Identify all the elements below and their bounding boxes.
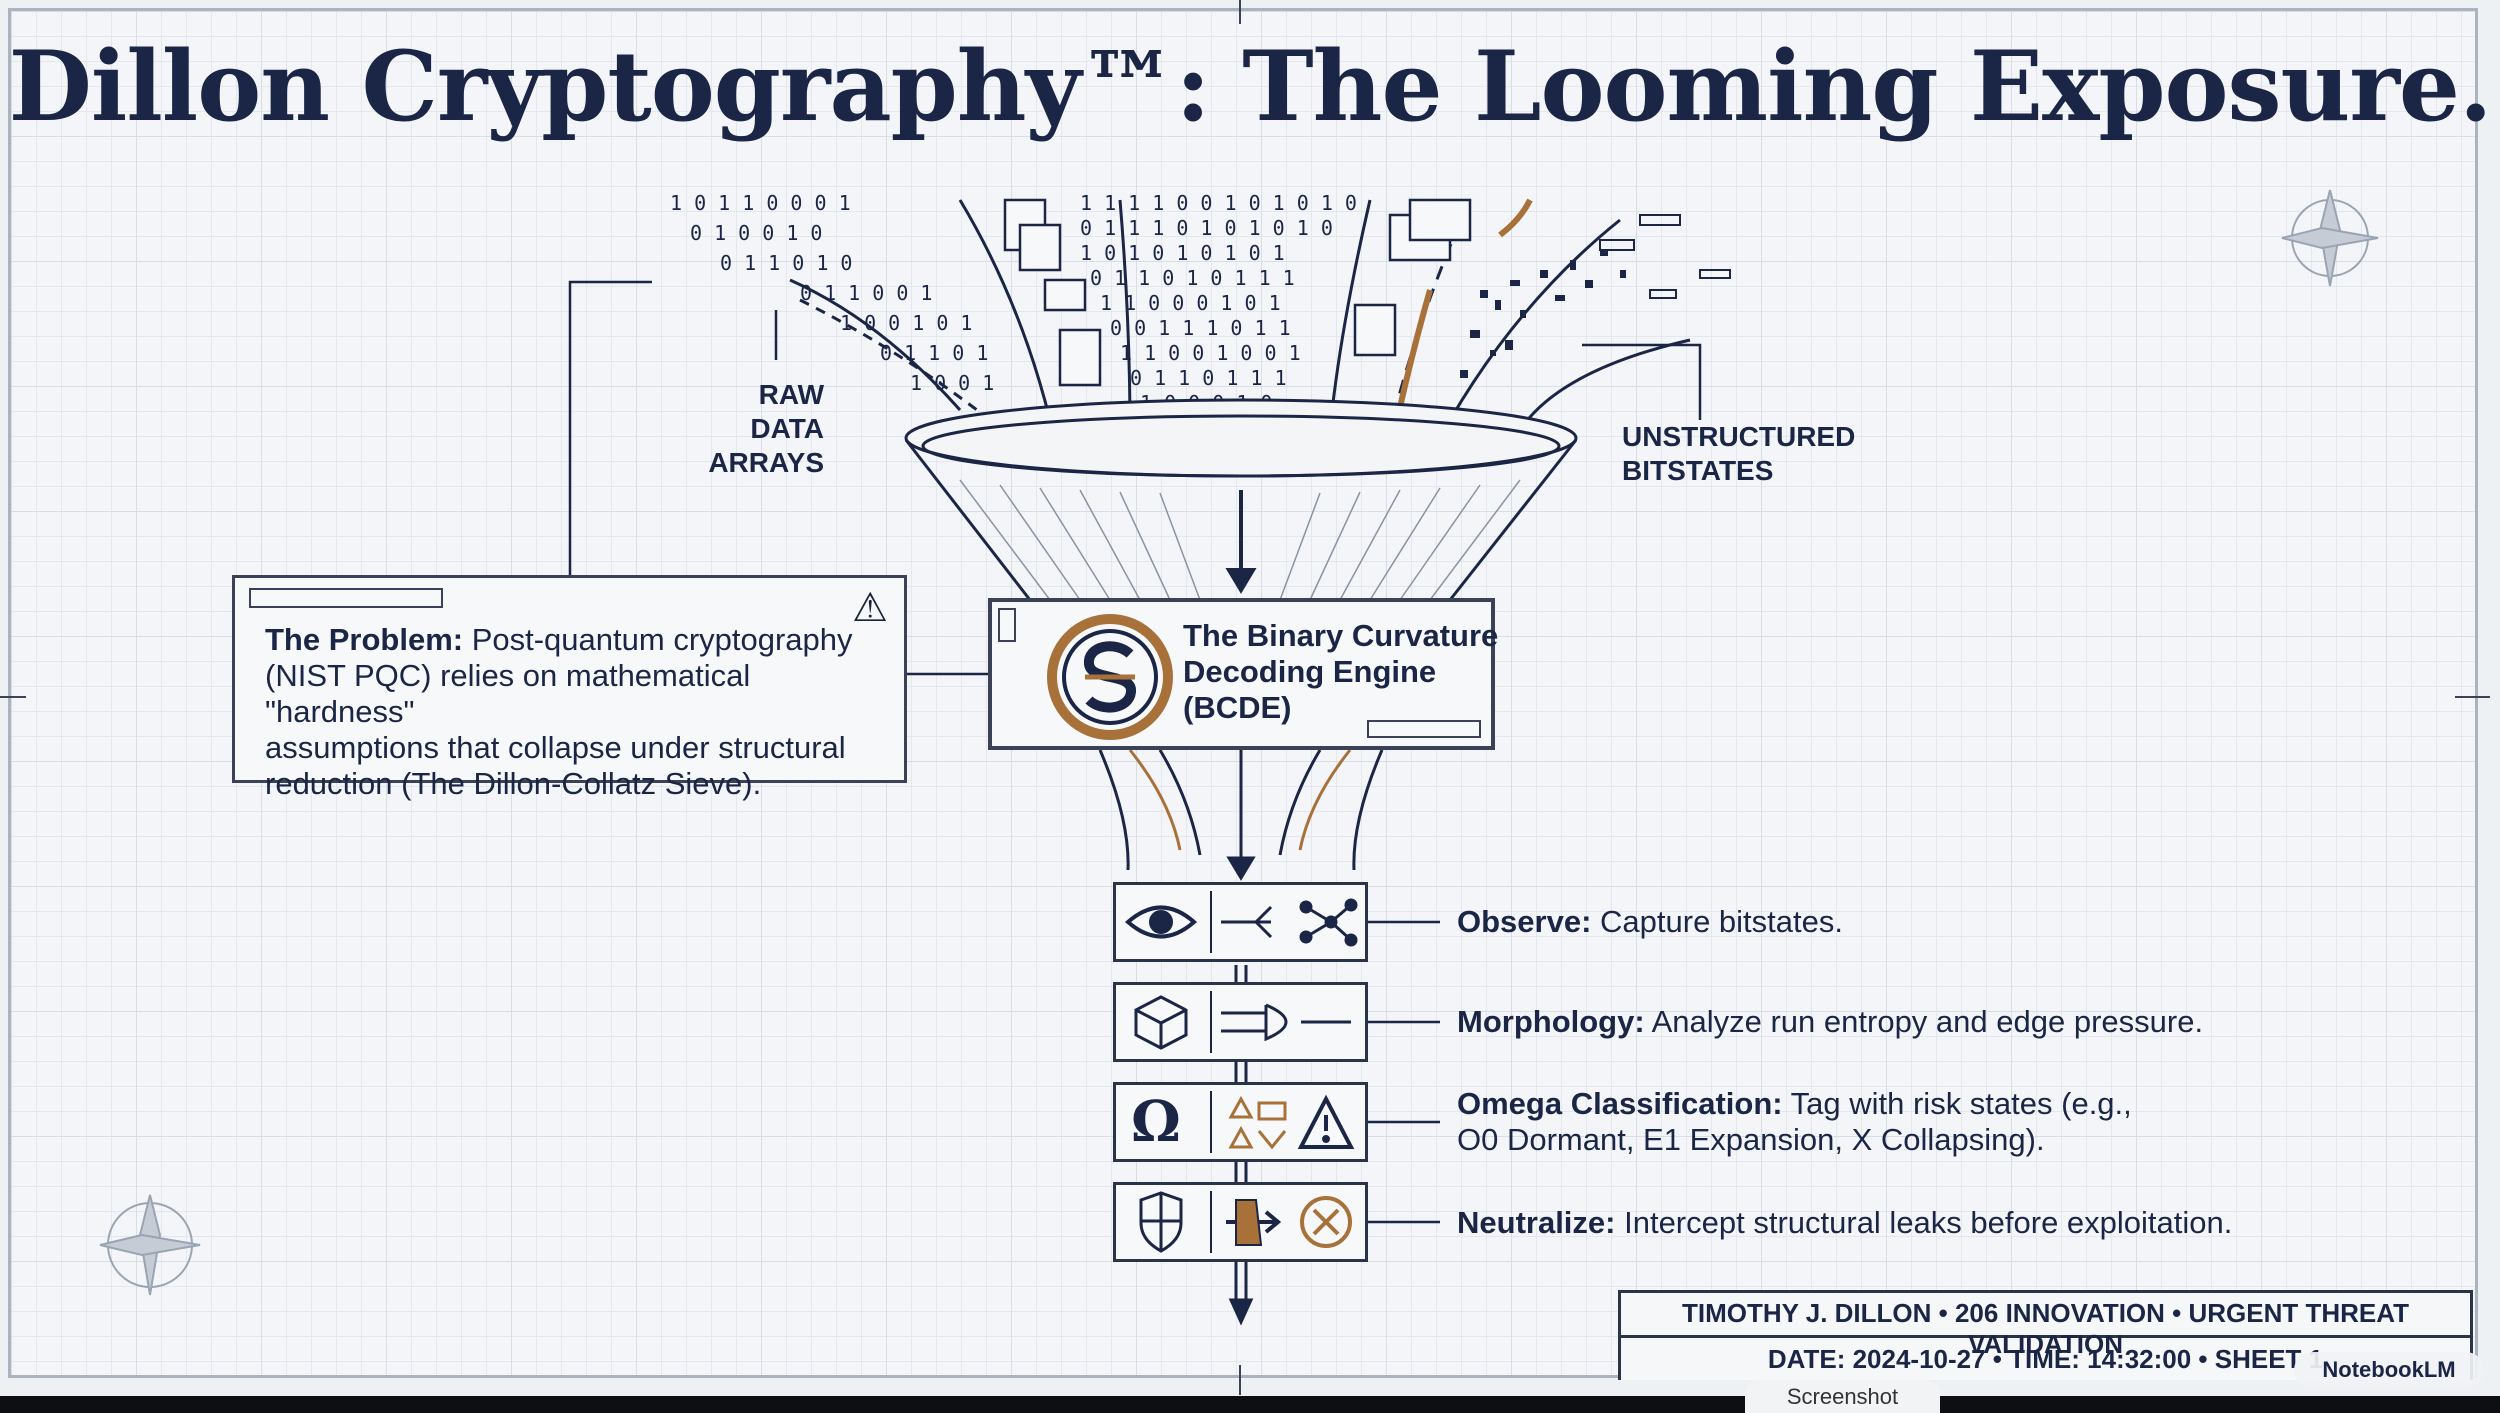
svg-text:0 1 1 0 1 1 1: 0 1 1 0 1 1 1	[1130, 366, 1287, 390]
svg-text:0 1 1 0 1: 0 1 1 0 1	[880, 341, 988, 365]
footer-author-line: TIMOTHY J. DILLON • 206 INNOVATION • URG…	[1682, 1298, 2409, 1359]
engine-panel	[988, 598, 1495, 750]
flow-arrow	[1225, 490, 1257, 594]
network-icon	[1299, 898, 1358, 947]
step-morphology: Morphology: Analyze run entropy and edge…	[1457, 1004, 2204, 1039]
leader-lines	[568, 280, 1702, 1224]
svg-text:0 0 1 1 1 0 1 1: 0 0 1 1 1 0 1 1	[1110, 316, 1291, 340]
funnel	[904, 398, 1578, 601]
warning-icon: ⚠	[852, 586, 888, 630]
unstructured-bitstates-label: UNSTRUCTURED BITSTATES	[1622, 421, 1856, 486]
notebooklm-badge[interactable]: NotebookLM	[2294, 1352, 2484, 1388]
svg-text:1 0 0 1 0 1: 1 0 0 1 0 1	[840, 311, 972, 335]
screenshot-tab[interactable]: Screenshot	[1745, 1380, 1940, 1413]
svg-text:1 1 0 0 0 1 0 1: 1 1 0 0 0 1 0 1	[1100, 291, 1281, 315]
compass-rose-icon	[99, 1194, 201, 1296]
step-morphology-box	[1113, 982, 1368, 1062]
step-omega-classification: Omega Classification: Tag with risk stat…	[1457, 1086, 2132, 1157]
intercept-arrow-icon	[1226, 1199, 1282, 1246]
svg-text:0 1 1 0 1 0: 0 1 1 0 1 0	[720, 251, 852, 275]
step-observe-box	[1113, 882, 1368, 962]
raw-data-label: RAW DATA ARRAYS	[708, 379, 824, 478]
step-neutralize: Neutralize: Intercept structural leaks b…	[1457, 1205, 2233, 1240]
footer-date-line: DATE: 2024-10-27 • TIME: 14:32:00 • SHEE…	[1767, 1344, 2324, 1374]
step-neutralize-box	[1113, 1182, 1368, 1262]
step-omega-box: Ω	[1113, 1082, 1368, 1162]
svg-text:0 1 1 1 0 1 0 1 0 1 0: 0 1 1 1 0 1 0 1 0 1 0	[1080, 216, 1333, 240]
cancel-circle-icon	[1300, 1196, 1352, 1248]
step-observe: Observe: Capture bitstates.	[1457, 904, 1843, 939]
panel-tab-bar	[249, 588, 443, 608]
engine-outlet	[1098, 749, 1384, 881]
svg-text:0 1 1 0 0 1: 0 1 1 0 0 1	[800, 281, 932, 305]
svg-text:1 0 1 0 1 0 1 0 1: 1 0 1 0 1 0 1 0 1	[1080, 241, 1285, 265]
warning-icon	[1228, 1095, 1287, 1150]
omega-icon: Ω	[1131, 1089, 1181, 1155]
warning-icon	[1297, 1094, 1355, 1149]
page-title: Dillon Cryptography™: The Looming Exposu…	[8, 30, 2493, 143]
engine-title: The Binary Curvature Decoding Engine (BC…	[1183, 618, 1499, 725]
svg-text:1 1 0 0 1 0 0 1: 1 1 0 0 1 0 0 1	[1120, 341, 1301, 365]
svg-text:1 0 0 1: 1 0 0 1	[910, 371, 994, 395]
bcde-logo-icon	[1047, 614, 1173, 740]
problem-panel: ⚠	[232, 575, 907, 783]
screen-bottom-bar	[0, 1396, 2500, 1413]
noise-blocks	[1460, 214, 1731, 378]
compass-rose-icon	[2281, 189, 2379, 287]
problem-first-line: The Problem: Post-quantum cryptography	[265, 622, 853, 657]
cube-icon	[1134, 995, 1188, 1050]
svg-text:1 0 1 1 0 0 0 1: 1 0 1 1 0 0 0 1	[670, 191, 851, 215]
svg-text:0 1 0 0 1 0: 0 1 0 0 1 0	[690, 221, 822, 245]
eye-icon	[1124, 905, 1198, 939]
shield-icon	[1139, 1191, 1183, 1253]
problem-text: The Problem: Post-quantum cryptography (…	[265, 622, 905, 802]
svg-text:1 1 1 1 0 0 1 0 1 0 1 0: 1 1 1 1 0 0 1 0 1 0 1 0	[1080, 191, 1357, 215]
logic-gate-icon	[1221, 1003, 1351, 1042]
svg-text:0 1 1 0 1 0 1 1 1: 0 1 1 0 1 0 1 1 1	[1090, 266, 1295, 290]
signal-flow-icon	[1221, 905, 1273, 939]
